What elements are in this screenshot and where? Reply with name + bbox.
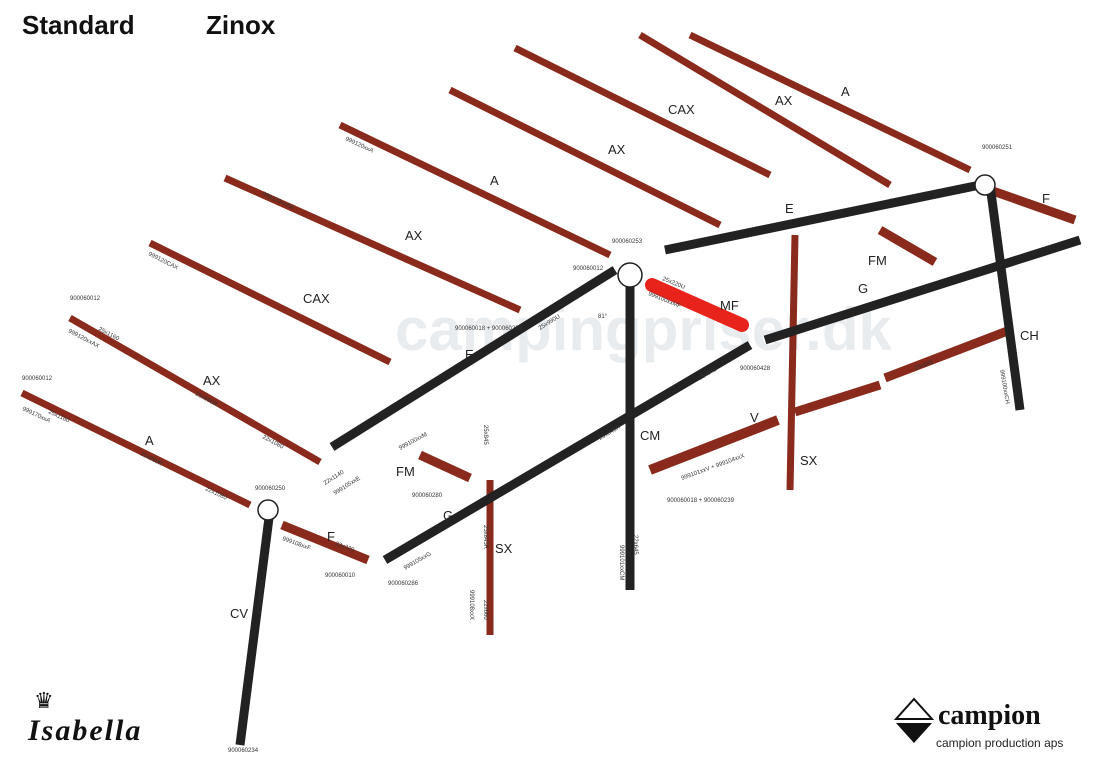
isabella-wordmark: Isabella [28,714,143,747]
code: 900060251 [982,145,1013,151]
code: 22x1140 [323,469,346,486]
crown-icon: ♛ [34,688,54,713]
label-sx: SX [495,541,513,556]
pole-ax-3 [448,86,722,229]
roof-poles [20,31,1077,635]
code: 999100xxCH [998,369,1010,404]
label-ax: AX [608,142,626,157]
leg-ch [985,184,1025,411]
pole-cax-2 [513,44,772,179]
eave-pole-g-1 [382,341,753,564]
code: 900060280 [412,493,443,499]
pole-f-1 [280,520,370,565]
label-ax: AX [775,93,793,108]
leg-cv [235,509,275,746]
pole-a-2 [338,121,612,259]
eave-pole-g-2 [763,235,1082,345]
isabella-logo: ♛ Isabella [28,688,142,748]
code: 999108xxX [468,590,474,620]
label-cax: CAX [303,291,330,306]
code: 999120xxAX [261,191,294,211]
label-ch: CH [1020,328,1039,343]
pole-ch [883,325,1012,383]
leg-sx-2 [786,234,799,491]
label-mf: MF [720,298,739,313]
label-cv: CV [230,606,248,621]
code: 25x845 [482,425,488,445]
code: 900060018 + 900060239 [455,326,523,332]
label-fm: FM [396,464,415,479]
label-sx: SX [800,453,818,468]
label-g: G [858,281,868,296]
label-e: E [785,201,794,216]
label-a: A [145,433,154,448]
campion-subtitle: campion production aps [936,736,1064,750]
part-labels: A AX CAX AX A AX CAX AX A E E G G MF FM … [145,84,1050,621]
campion-wordmark: campion [938,700,1041,731]
code: 22x645 [632,535,638,555]
eave-pole-e-1 [329,266,618,451]
label-ax: AX [203,373,221,388]
label-cm: CM [640,428,660,443]
code: 900060018 + 900060239 [667,498,735,504]
label-a: A [841,84,850,99]
code: 900060250 [255,486,286,492]
code: 999100xxM [398,432,428,452]
code: 900060010 [325,573,356,579]
code: 900060012 [70,296,101,302]
pole-f-2 [988,185,1077,225]
label-e: E [465,347,474,362]
code: 81° [598,314,608,320]
code: 25x845R [482,525,488,550]
code: 900060012 [22,376,53,382]
pole-v [648,415,780,475]
pole-fm-1 [418,450,472,483]
label-f: F [327,529,335,544]
part-codes: 900060012 999170xxA 25x1160 25x990R 22x1… [21,136,1013,754]
label-g: G [443,508,453,523]
code: 999105xxG [403,551,433,572]
code: 900060428 [740,366,771,372]
pole-mf-highlighted [645,278,749,332]
code: 999101xxCM [618,545,624,580]
code: 999100xxCV [255,580,264,615]
pole-ax-4 [638,31,892,189]
pole-a-1 [20,389,252,509]
code: 900060234 [228,748,259,754]
code: 900060012 [573,266,604,272]
pole-a-3 [688,31,972,174]
label-v: V [750,410,759,425]
pole-fm-2 [877,226,938,266]
pole-ax-2 [223,174,522,314]
frame-poles [235,174,1082,746]
label-fm: FM [868,253,887,268]
campion-triangle-icon [893,697,935,743]
title-standard: Standard [22,10,135,40]
code: 900060286 [388,581,419,587]
label-ax: AX [405,228,423,243]
pole-cax-1 [148,239,392,366]
code: 900060253 [612,239,643,245]
label-cax: CAX [668,102,695,117]
code: 22x660 [482,600,488,620]
corner-connector-right [974,174,996,196]
title-zinox: Zinox [206,10,276,40]
label-f: F [1042,191,1050,206]
eave-pole-e-2 [664,180,981,255]
label-a: A [490,173,499,188]
pole-sx-extension [793,380,882,417]
campion-logo [893,697,935,750]
corner-connector-left [257,499,279,521]
code: 999170xxA [21,406,51,424]
pole-ax-1 [68,314,322,466]
ridge-connector [617,262,643,288]
